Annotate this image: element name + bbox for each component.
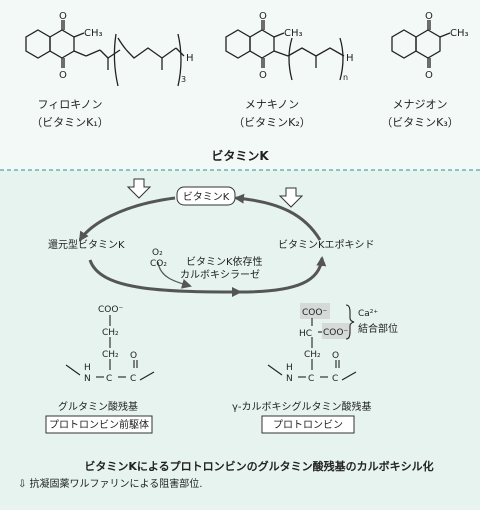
menaquinone-subtitle: （ビタミンK₂） [233, 116, 311, 129]
gla-hc: HC [299, 329, 312, 339]
phylloquinone-subtitle: （ビタミンK₁） [31, 116, 109, 129]
reduced-vitamin-k-label: 還元型ビタミンK [48, 238, 125, 251]
gla-h: H [286, 363, 293, 373]
phylloquinone-ch3: CH₃ [84, 28, 103, 39]
co2-arrow [157, 261, 192, 289]
epoxide-label: ビタミンKエポキシド [278, 239, 375, 251]
gla-c2: C [332, 374, 338, 384]
gla-structure [267, 304, 357, 381]
vitamin-k-box [176, 186, 236, 206]
glu-c2: C [130, 374, 136, 384]
enzyme-line2: カルボキシラーゼ [180, 269, 260, 281]
phylloquinone-o-bottom: O [59, 70, 67, 81]
menadione-o-top: O [425, 11, 433, 22]
phylloquinone-o-top: O [59, 11, 67, 22]
warfarin-inhibition-arrows [126, 178, 304, 208]
menaquinone-h: H [346, 53, 354, 64]
co2-label: CO₂ [150, 259, 167, 269]
glu-ch2-b: CH₂ [102, 350, 119, 360]
menaquinone-subn: n [343, 73, 348, 82]
gla-ch2: CH₂ [304, 350, 321, 360]
gla-coo-top: COO⁻ [302, 308, 327, 318]
glu-ch2-a: CH₂ [102, 328, 119, 338]
menadione-name: メナジオン [393, 98, 448, 111]
glu-h: H [84, 363, 91, 373]
menaquinone-name: メナキノン [245, 98, 299, 111]
menadione-o-bottom: O [425, 70, 433, 81]
phylloquinone-sub3: 3 [181, 75, 186, 84]
gla-n: N [286, 374, 293, 384]
glu-o: O [130, 351, 137, 361]
menadione-ch3: CH₃ [450, 28, 469, 39]
vitamin-k-label: ビタミンK [183, 191, 230, 203]
menaquinone-o-top: O [259, 11, 267, 22]
glu-coo: COO⁻ [98, 305, 123, 315]
glutamate-residue-name: グルタミン酸残基 [58, 400, 138, 413]
gla-o: O [332, 351, 339, 361]
gla-coo-side: COO⁻ [323, 328, 348, 338]
structure-menadione [391, 20, 451, 68]
structure-phylloquinone [25, 20, 185, 87]
cycle-arrows [78, 193, 327, 297]
enzyme-line1: ビタミンK依存性 [186, 255, 263, 268]
menadione-subtitle: （ビタミンK₃） [381, 116, 459, 129]
precursor-box [45, 415, 153, 434]
o2-label: O₂ [152, 248, 163, 258]
prothrombin-box [261, 415, 355, 434]
gla-c: C [308, 374, 314, 384]
top-panel [0, 0, 480, 170]
prothrombin-label: プロトロンビン [273, 419, 343, 431]
menaquinone-ch3: CH₃ [284, 28, 303, 39]
gla-coo-side-highlight [322, 323, 350, 339]
gla-coo-highlight [300, 303, 330, 319]
warfarin-note: ⇩ 抗凝固薬ワルファリンによる阻害部位. [18, 477, 202, 490]
binding-site-label: 結合部位 [358, 322, 398, 335]
precursor-label: プロトロンビン前駆体 [49, 418, 149, 431]
structure-menaquinone [225, 20, 345, 81]
calcium-label: Ca²⁺ [358, 309, 378, 319]
phylloquinone-h: H [186, 53, 194, 64]
glu-n: N [84, 374, 91, 384]
phylloquinone-name: フィロキノン [37, 98, 102, 111]
glutamate-structure [65, 315, 155, 381]
figure-caption: ビタミンKによるプロトロンビンのグルタミン酸残基のカルボキシル化 [84, 459, 433, 473]
menaquinone-o-bottom: O [259, 70, 267, 81]
glu-c: C [106, 374, 112, 384]
section-title: ビタミンK [211, 148, 269, 163]
gla-residue-name: γ-カルボキシグルタミン酸残基 [232, 400, 372, 413]
